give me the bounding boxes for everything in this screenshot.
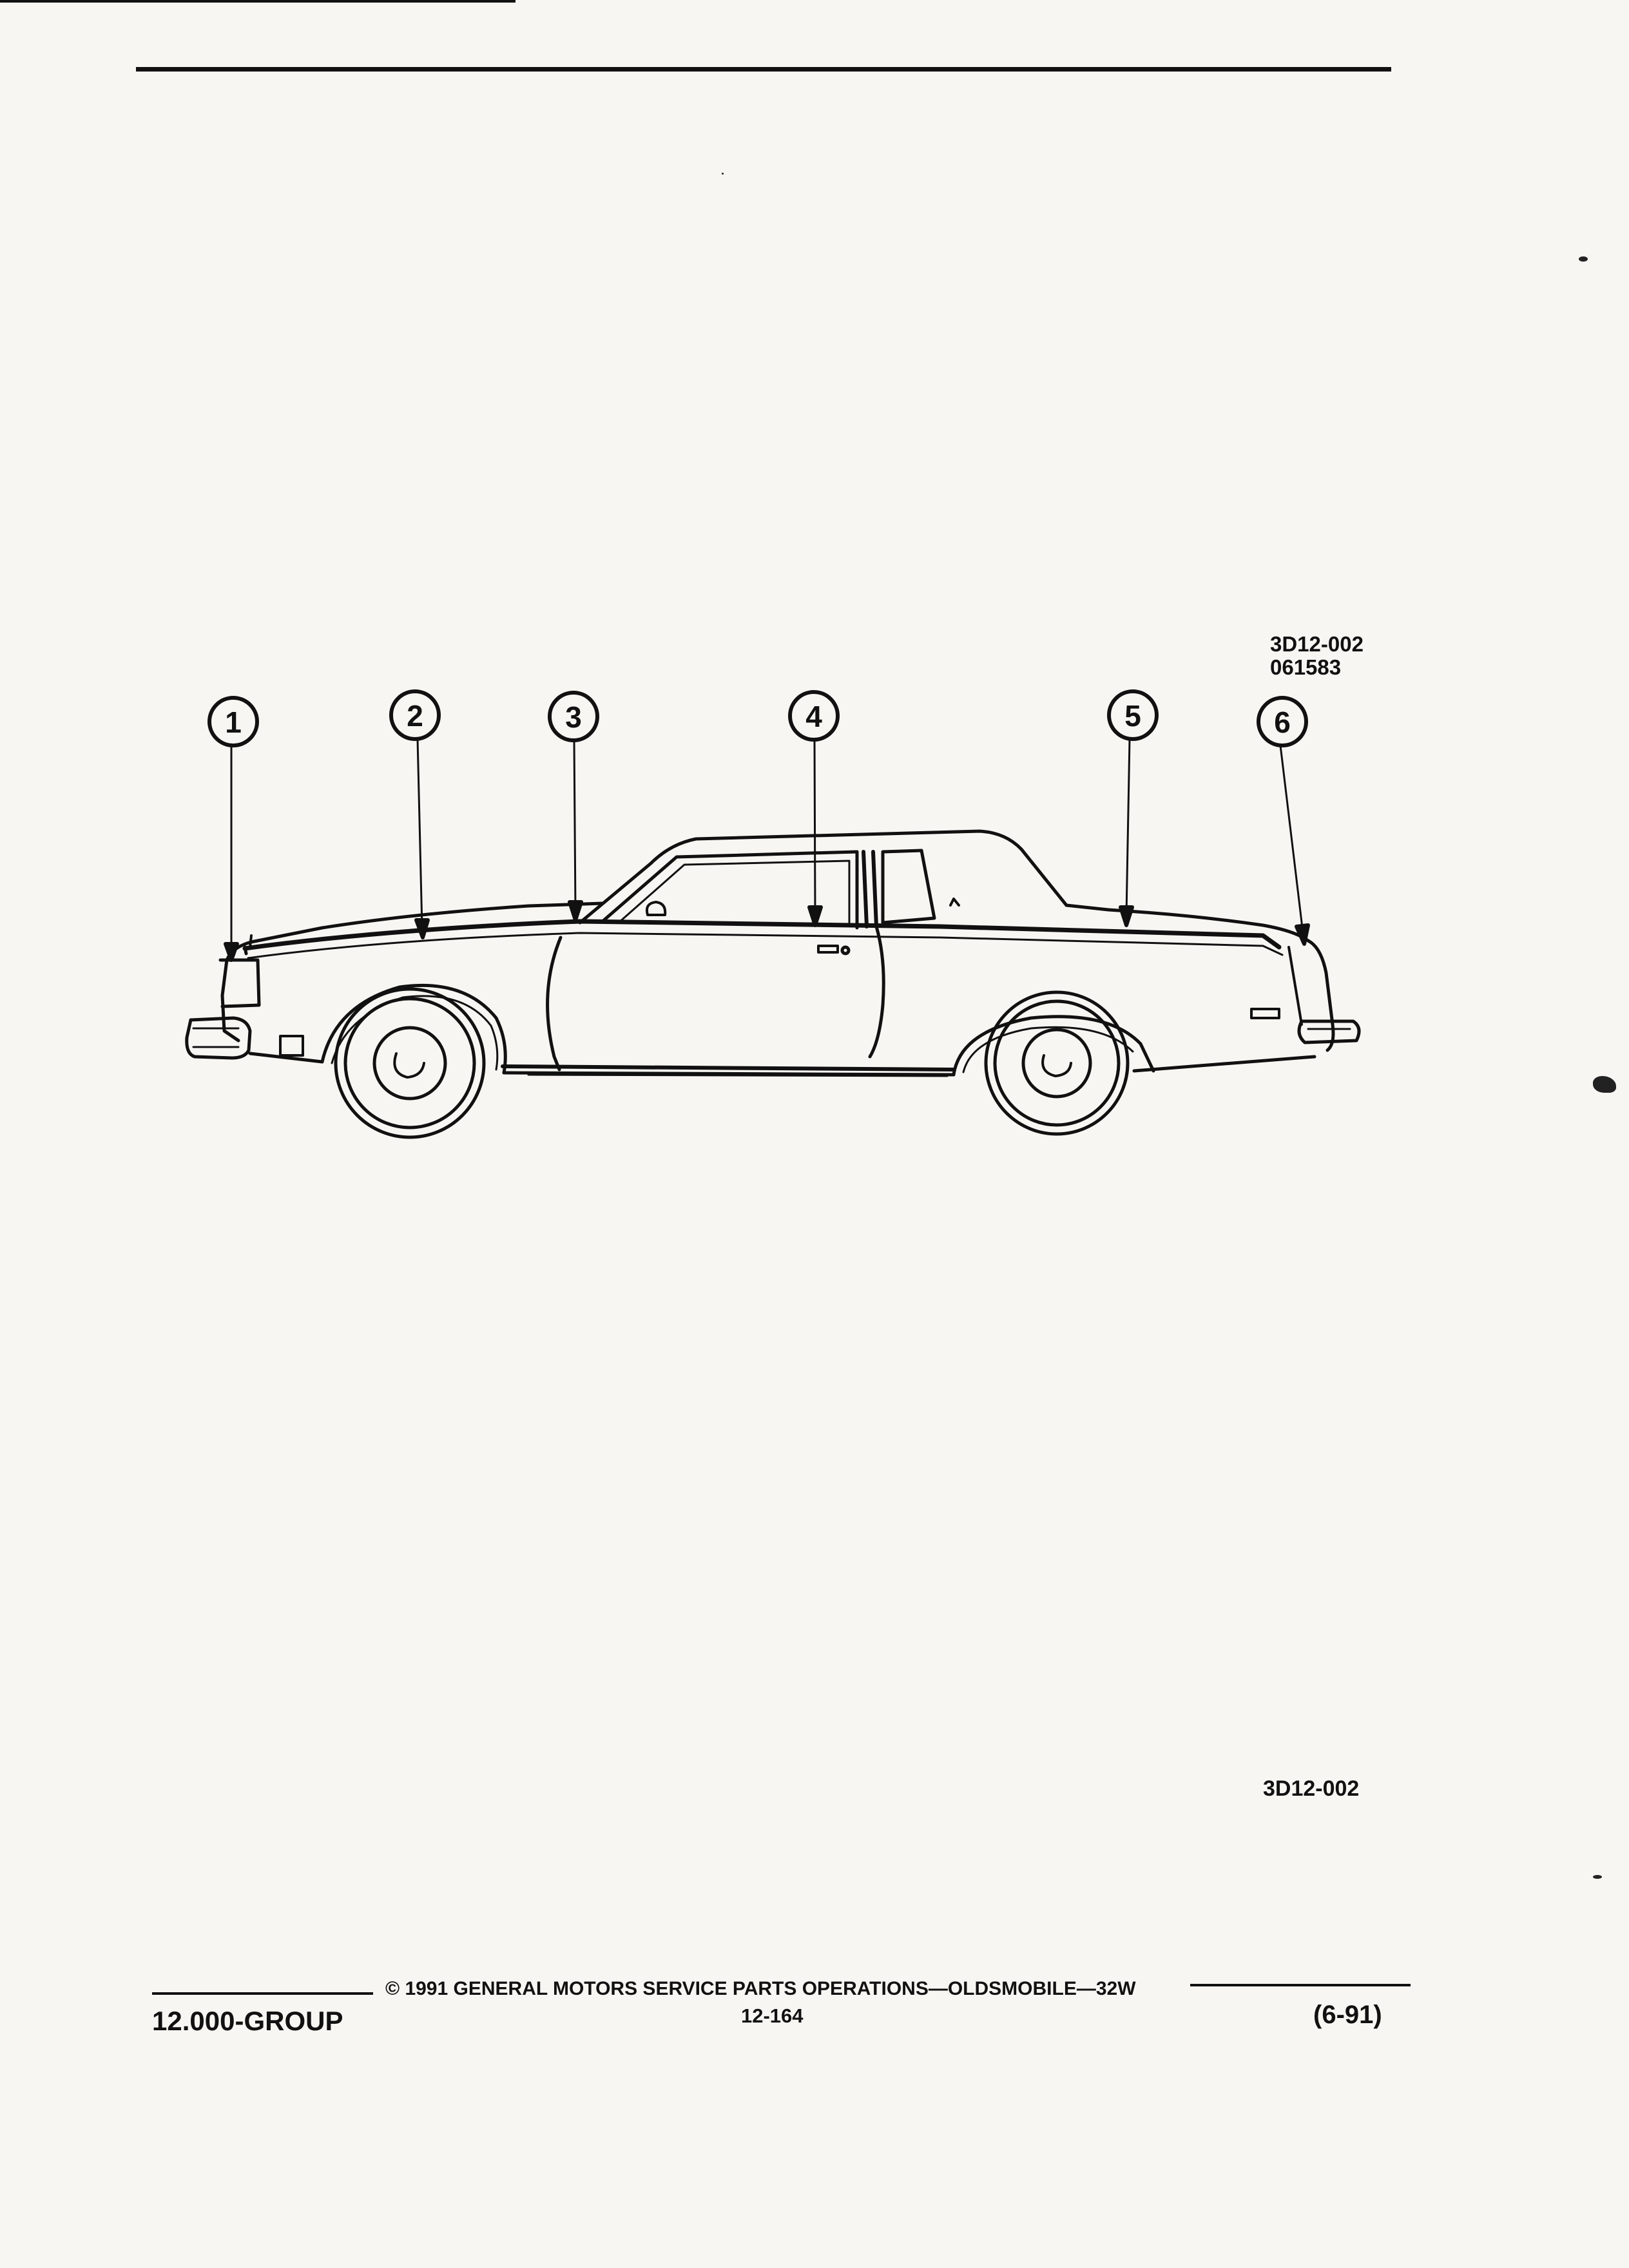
- callout-label-5: 5: [1124, 699, 1141, 733]
- callout-3: [548, 691, 599, 922]
- top-edge-rule: [0, 0, 516, 3]
- rear-wheel: [984, 990, 1130, 1136]
- footer-group-label: 12.000-GROUP: [152, 2006, 343, 2036]
- figure-id-label: 3D12-002: [1263, 1776, 1360, 1801]
- footer-copyright: © 1991 GENERAL MOTORS SERVICE PARTS OPER…: [385, 1978, 1136, 1999]
- footer-date-code: (6-91): [1313, 2001, 1382, 2029]
- callout-1: [207, 696, 259, 962]
- footer-rule-left: [152, 1992, 373, 1995]
- header-rule: [136, 67, 1391, 72]
- callout-label-2: 2: [407, 699, 423, 733]
- front-wheel: [334, 987, 486, 1139]
- callout-label-6: 6: [1274, 706, 1291, 739]
- car-body: [185, 829, 1361, 1077]
- scan-speck: [722, 173, 724, 175]
- callout-2: [389, 689, 441, 939]
- scan-speck: [1593, 1076, 1616, 1093]
- callout-label-1: 1: [225, 706, 242, 739]
- callout-6: [1257, 696, 1310, 946]
- figure-date-code: 061583: [1270, 655, 1342, 679]
- footer-rule-right: [1190, 1984, 1411, 1986]
- callout-label-3: 3: [565, 700, 582, 734]
- callout-label-4: 4: [805, 700, 822, 733]
- scan-speck: [1579, 256, 1588, 262]
- footer-page-number: 12-164: [741, 2004, 804, 2027]
- callout-5: [1107, 689, 1159, 927]
- callout-4: [788, 690, 840, 927]
- scan-speck: [1593, 1875, 1602, 1879]
- figure-code: 3D12-002: [1270, 632, 1364, 656]
